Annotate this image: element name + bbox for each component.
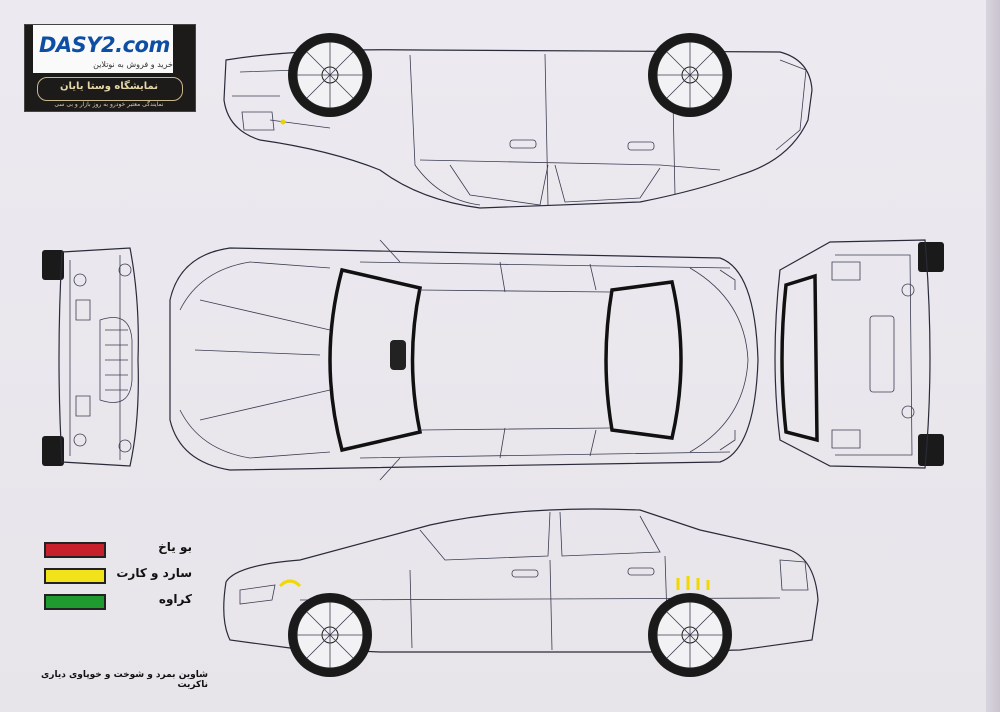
legend-label-2: سارد و کارت (116, 566, 192, 580)
legend-swatch-yellow (44, 568, 106, 584)
legend-label-3: کراوه (158, 592, 192, 606)
paper-edge (986, 0, 1000, 712)
dealer-subtitle: نمایندگی معتبر خودرو به روز بازار و بی س… (54, 101, 164, 108)
logo-brand: DASY2.com (39, 33, 170, 57)
car-rear-view (774, 239, 944, 469)
footer-note: شاوین بمرد و شوخت و خوپاوی دیاری ناکریت (41, 670, 208, 690)
car-front-view (42, 247, 139, 467)
car-side-view-right (223, 33, 813, 209)
logo-plate (37, 77, 183, 101)
legend-label-1: بو یاخ (158, 540, 192, 554)
legend-swatch-red (44, 542, 106, 558)
logo-header: DASY2.com خرید و فروش به نوتلاین (33, 25, 173, 73)
legend-swatch-green (44, 594, 106, 610)
car-top-view (169, 239, 759, 481)
dealer-name: نمایشگاه وستا یایان (59, 81, 159, 92)
dealer-logo: DASY2.com خرید و فروش به نوتلاین نمایشگا… (24, 24, 196, 112)
car-side-view-left (223, 508, 819, 677)
damage-legend: بو یاخ سارد و کارت کراوه (40, 538, 192, 618)
logo-subtitle: خرید و فروش به نوتلاین (93, 60, 173, 69)
